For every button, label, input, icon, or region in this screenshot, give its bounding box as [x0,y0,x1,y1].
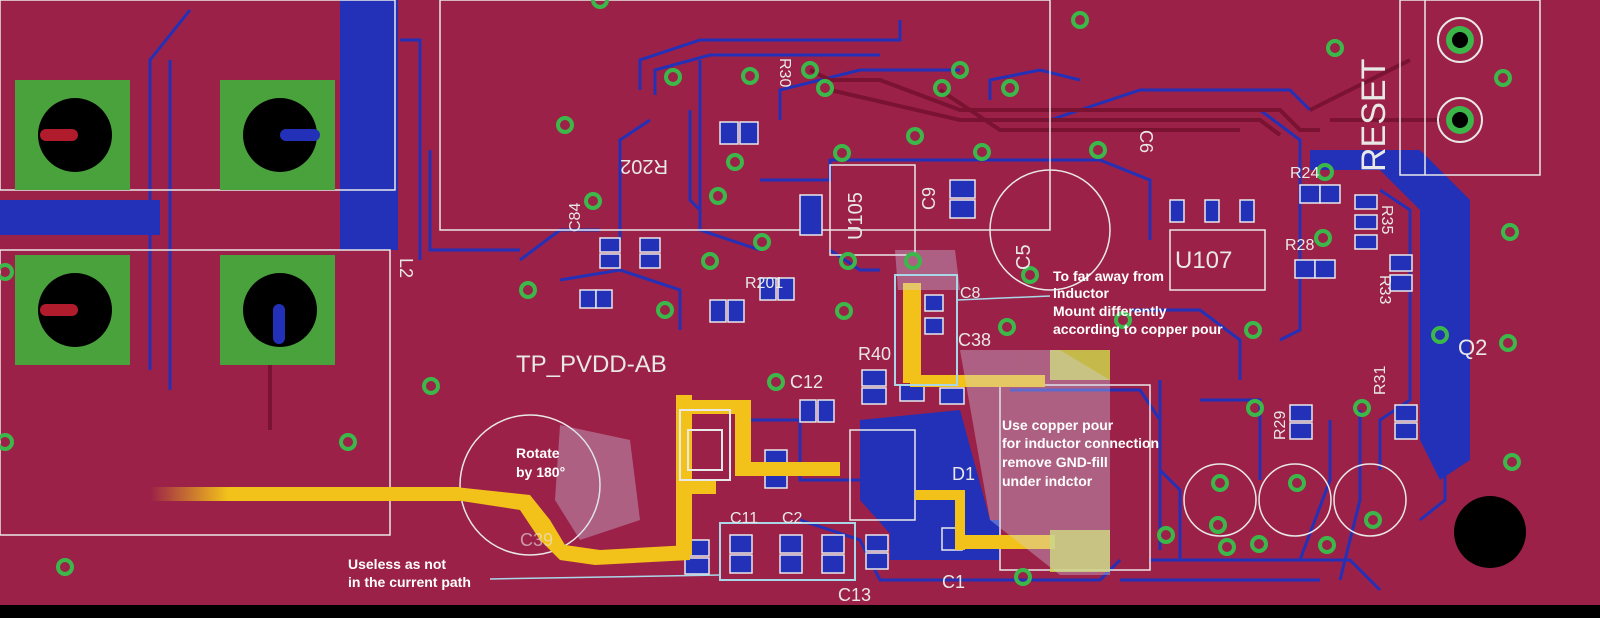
label-c39: C39 [520,530,553,550]
label-c12: C12 [790,372,823,392]
top-layer-traces [268,58,1440,430]
board-edge [0,605,1600,618]
label-c84: C84 [567,203,584,232]
label-r33: R33 [1376,275,1393,304]
diode-outline [679,409,731,481]
label-l2: L2 [396,258,416,278]
label-r202: R202 [620,155,668,177]
label-c6: C6 [1136,130,1156,153]
mounting-hole [1454,496,1526,568]
overlay-highlights [555,250,1110,575]
label-r24: R24 [1290,165,1319,182]
label-r29: R29 [1272,411,1289,440]
callout-boxes [719,274,958,581]
label-r201: R201 [745,275,783,292]
label-r28: R28 [1285,237,1314,254]
note-rotate: Rotate by 180° [516,445,565,480]
label-c38: C38 [958,330,991,350]
note-useless-capacitors: Useless as not in the current path [348,556,471,590]
label-c2: C2 [782,510,803,527]
note-inductor-distance: To far away from inductor Mount differen… [1053,268,1223,337]
label-c1: C1 [942,572,965,592]
reset-button-pads [1437,17,1483,143]
label-reset: RESET [1355,59,1393,172]
label-q2: Q2 [1458,335,1487,360]
label-c9: C9 [919,187,939,210]
inductor-pads [1050,350,1110,572]
label-c5: C5 [1013,244,1035,270]
label-c8: C8 [960,285,981,302]
label-r40: R40 [858,344,891,364]
label-u105: U105 [845,192,867,240]
note-copper-pour: Use copper pour for inductor connection … [1002,417,1163,489]
silkscreen-outlines [0,0,1541,571]
label-d1: D1 [952,464,975,484]
label-r31: R31 [1372,366,1389,395]
callout-leaders [489,295,1051,580]
label-r35: R35 [1378,205,1395,234]
vias [0,0,1521,586]
label-u107: U107 [1175,247,1232,274]
label-c13: C13 [838,585,871,605]
label-c11: C11 [730,510,758,527]
label-r30: R30 [776,58,793,87]
power-terminal-pads [15,80,335,365]
label-tp-pvdd: TP_PVDD-AB [516,351,667,378]
